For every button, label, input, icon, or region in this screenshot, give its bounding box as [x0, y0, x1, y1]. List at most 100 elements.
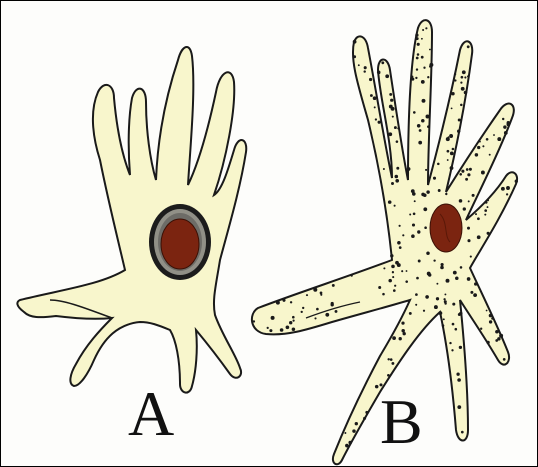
granule-dot: [427, 76, 429, 78]
granule-dot: [467, 173, 470, 176]
granule-dot: [489, 314, 492, 317]
granule-dot: [388, 279, 392, 283]
granule-dot: [451, 107, 453, 109]
granule-dot: [392, 276, 394, 278]
granule-dot: [375, 385, 379, 389]
granule-dot: [433, 259, 435, 261]
granule-dot: [457, 405, 461, 409]
granule-dot: [501, 187, 505, 191]
granule-dot: [413, 212, 416, 215]
granule-dot: [443, 318, 445, 320]
granule-dot: [314, 317, 316, 319]
granule-dot: [473, 293, 477, 297]
granule-dot: [370, 94, 373, 97]
granule-dot: [331, 302, 334, 305]
granule-dot: [466, 168, 469, 171]
granule-dot: [451, 92, 454, 95]
granule-dot: [391, 362, 394, 365]
granule-dot: [438, 189, 441, 192]
granule-dot: [447, 150, 450, 153]
granule-dot: [421, 38, 423, 40]
granule-dot: [423, 67, 425, 69]
granule-dot: [449, 342, 451, 344]
granule-dot: [455, 328, 458, 331]
granule-dot: [462, 70, 466, 74]
granule-dot: [325, 313, 329, 317]
granule-dot: [374, 106, 376, 108]
granule-dot: [426, 190, 429, 193]
granule-dot: [392, 271, 394, 273]
granule-dot: [399, 225, 401, 227]
granule-dot: [437, 163, 440, 166]
label-cell-a: A: [128, 382, 174, 446]
granule-dot: [332, 284, 335, 287]
granule-dot: [394, 126, 397, 129]
granule-dot: [383, 168, 385, 170]
granule-dot: [459, 199, 463, 203]
granule-dot: [316, 308, 319, 311]
granule-dot: [313, 288, 317, 292]
granule-dot: [459, 346, 462, 349]
granule-dot: [506, 186, 510, 190]
granule-dot: [445, 193, 447, 195]
granule-dot: [352, 429, 355, 432]
granule-dot: [426, 251, 430, 255]
granule-dot: [439, 311, 443, 315]
granule-dot: [378, 72, 380, 74]
granule-dot: [425, 295, 429, 299]
granule-dot: [382, 293, 385, 296]
granule-dot: [465, 178, 468, 181]
granule-dot: [461, 76, 464, 79]
granule-dot: [422, 29, 424, 31]
granule-dot: [417, 43, 420, 46]
granule-dot: [399, 337, 402, 340]
granule-dot: [452, 303, 455, 306]
granule-dot: [477, 217, 480, 220]
cell-a-body: [17, 47, 246, 393]
granule-dot: [447, 159, 449, 161]
granule-dot: [493, 134, 495, 136]
granule-dot: [401, 329, 404, 332]
granule-dot: [418, 141, 422, 145]
granule-dot: [271, 316, 275, 320]
granule-dot: [344, 432, 346, 434]
granule-dot: [396, 167, 399, 170]
granule-dot: [460, 82, 462, 84]
granule-dot: [460, 266, 463, 269]
granule-dot: [363, 417, 366, 420]
granule-dot: [474, 282, 477, 285]
granule-dot: [499, 334, 503, 338]
granule-dot: [421, 80, 425, 84]
granule-dot: [412, 223, 415, 226]
granule-dot: [391, 107, 395, 111]
granule-dot: [392, 336, 396, 340]
granule-dot: [397, 263, 401, 267]
granule-dot: [390, 358, 393, 361]
granule-dot: [487, 199, 489, 201]
granule-dot: [416, 57, 419, 60]
granule-dot: [461, 87, 465, 91]
granule-dot: [434, 305, 438, 309]
granule-dot: [390, 254, 393, 257]
granule-dot: [454, 79, 456, 81]
granule-dot: [411, 189, 415, 193]
granule-dot: [345, 444, 349, 448]
granule-dot: [479, 141, 481, 143]
granule-dot: [419, 129, 422, 132]
granule-dot: [436, 297, 439, 300]
granule-dot: [459, 173, 462, 176]
granule-dot: [397, 241, 401, 245]
granule-dot: [440, 266, 444, 270]
granule-dot: [378, 286, 381, 289]
granule-dot: [455, 277, 459, 281]
granule-dot: [475, 213, 477, 215]
granule-dot: [391, 182, 394, 185]
granule-dot: [469, 168, 472, 171]
granule-dot: [348, 441, 352, 445]
granule-dot: [441, 263, 444, 266]
granule-dot: [443, 298, 445, 300]
granule-dot: [364, 66, 367, 69]
granule-dot: [411, 76, 413, 78]
granule-dot: [454, 73, 456, 75]
granule-dot: [353, 40, 357, 44]
